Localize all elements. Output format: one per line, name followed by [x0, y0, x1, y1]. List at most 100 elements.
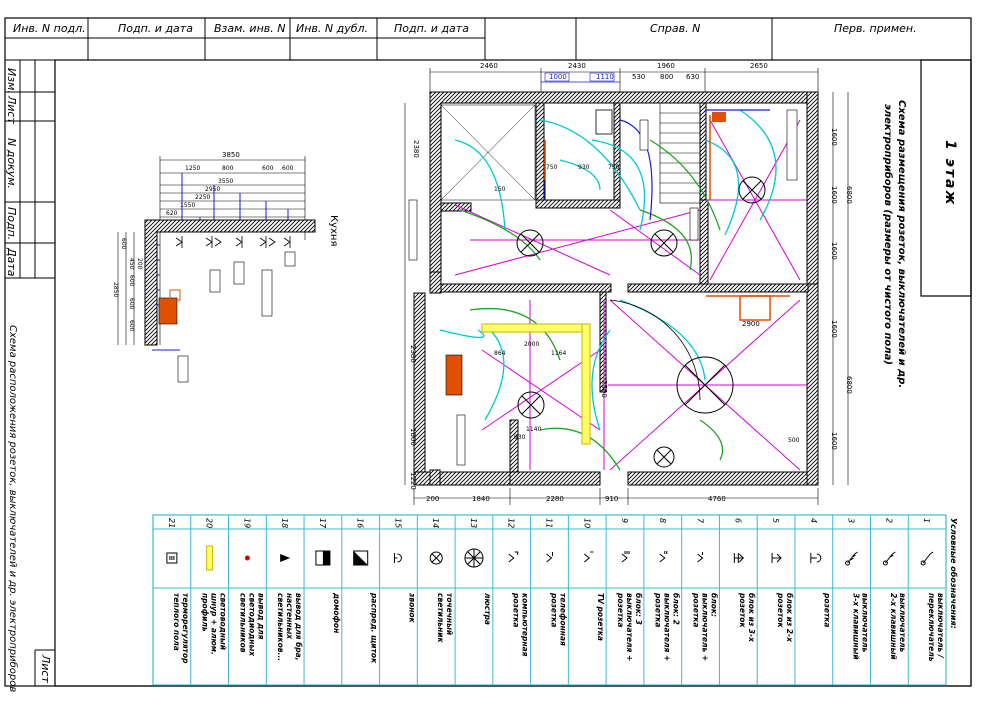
stamp-cell-inv-dubl: Инв. N дубл.: [296, 22, 369, 35]
chandelier-icons: [516, 176, 766, 468]
doorbell-icon: [393, 553, 402, 563]
kdim-0: 3850: [222, 151, 240, 159]
kdim-6: 2950: [205, 186, 221, 193]
switch-icon: [920, 551, 934, 566]
spotlight-icon: [429, 551, 443, 565]
dim-right-4: 1600: [830, 320, 838, 338]
kvdim-3: 600: [128, 275, 135, 287]
pc-socket-icon: [508, 551, 519, 563]
phone-socket-icon: [546, 552, 553, 563]
legend-text-17: домофон: [332, 592, 341, 633]
dim-right-1: 6800: [845, 186, 853, 204]
legend-number-20: 20: [205, 518, 214, 528]
dim-bottom-0: 200: [426, 495, 440, 503]
legend-number-11: 11: [545, 518, 554, 528]
legend-text-12: компьютернаярозетка: [512, 592, 530, 657]
dim-top-3: 2650: [750, 62, 768, 70]
stamp-sprav: Справ. N: [650, 22, 701, 35]
legend-number-14: 14: [431, 518, 440, 528]
legend-number-17: 17: [318, 518, 327, 529]
socket-3-icon: [733, 553, 745, 563]
dim-top-2: 1960: [657, 62, 675, 70]
legend-text-8: блок: 2выключателя +розетка: [654, 592, 681, 661]
dim-right-2: 1600: [830, 186, 838, 204]
dim-inner-2900: 2900: [742, 320, 760, 328]
kdim-7: 2250: [195, 194, 211, 201]
stamp-cell-podp-data: Подп. и дата: [118, 22, 193, 35]
wiring-green: [459, 139, 724, 471]
legend-text-9: блок: 3выключателя +розетка: [616, 592, 643, 661]
kitchen-label: Кухня: [328, 215, 339, 247]
kdim-1: 1250: [185, 165, 201, 172]
dim-left-1: 2380: [409, 345, 417, 363]
socket-icon: [810, 553, 822, 563]
side-n-dokum: N докум.: [5, 138, 18, 190]
dim-bottom-4: 4760: [708, 495, 726, 503]
legend-number-12: 12: [507, 518, 516, 528]
dim-inner-4: 630: [686, 73, 700, 81]
legend-text-2: выключатель2-х клавишный: [889, 593, 907, 660]
legend-number-4: 4: [809, 518, 818, 523]
stamp-cell-inv-podl: Инв. N подл.: [13, 22, 86, 35]
dim-inner-2000: 2000: [524, 341, 540, 348]
kvdim-5: 600: [128, 320, 135, 332]
dim-inner-750b: 750: [608, 164, 620, 171]
kvdim-4: 600: [128, 298, 135, 310]
side-podp: Подп.: [5, 207, 18, 241]
dim-inner-750a: 750: [546, 164, 558, 171]
legend-title: Условные обозначения:: [949, 518, 958, 629]
led-strip-icon: [206, 545, 214, 571]
kdim-9: 620: [166, 210, 178, 217]
dim-right-3: 1600: [830, 242, 838, 260]
dim-inner-2500: 2500: [600, 380, 608, 398]
floor-label: 1 этаж: [942, 140, 958, 207]
legend-number-7: 7: [696, 518, 705, 524]
dim-inner-2: 530: [632, 73, 646, 81]
dim-inner-0: 1000: [549, 73, 567, 81]
legend-number-8: 8: [658, 518, 667, 523]
side-data: Дата: [5, 248, 18, 277]
stamp-perv: Перв. примен.: [834, 22, 917, 35]
legend-number-1: 1: [922, 518, 931, 523]
intercom-icon: [315, 550, 331, 566]
dim-inner-1164: 1164: [551, 350, 567, 357]
legend-number-16: 16: [356, 518, 365, 528]
kvdim-1: 450: [128, 258, 135, 270]
dim-bottom-1: 1840: [472, 495, 490, 503]
legend-table: 1 выключатель /переключатель 2 выключатель2…: [152, 514, 947, 686]
switch3-socket-icon: [621, 551, 630, 563]
legend-number-13: 13: [469, 518, 478, 528]
kdim-2: 800: [222, 165, 234, 172]
dim-inner-150: 150: [494, 186, 506, 193]
socket-2-icon: [771, 553, 782, 563]
stamp-cell-vzam-inv: Взам. инв. N: [214, 22, 286, 35]
dim-bottom-2: 2280: [546, 495, 564, 503]
side-caption: Схема расположения розеток, выключателей…: [7, 325, 18, 693]
legend-text-1: выключатель /переключатель: [927, 593, 945, 662]
inner-frame: [54, 59, 972, 687]
legend-number-2: 2: [884, 518, 893, 523]
legend-text-18: вывод для бра,настенныхсветильников...: [276, 593, 303, 661]
wiring-cyan: [439, 109, 777, 431]
plan-caption-2: электроприборов (размеры от чистого пола…: [882, 104, 893, 365]
distribution-board-icon: [353, 550, 369, 566]
legend-number-21: 21: [167, 518, 176, 528]
led-outlet-icon: [244, 555, 250, 561]
switch-3-icon: [845, 551, 858, 566]
dim-inner-930: 930: [514, 434, 526, 441]
switch-socket-icon: [697, 552, 704, 563]
legend-text-20: световодныйшнур + алюм.профиль: [201, 593, 228, 655]
dim-inner-864: 864: [494, 350, 506, 357]
legend-text-21: терморегулятортеплого пола: [172, 593, 190, 664]
legend-number-5: 5: [771, 518, 780, 523]
outer-frame: [4, 17, 972, 687]
dim-left-2: 1800: [409, 428, 417, 446]
dim-right-5: 6800: [845, 376, 853, 394]
dim-right-0: 1600: [830, 128, 838, 146]
dim-right-6: 1600: [830, 432, 838, 450]
kdim-3: 600: [262, 165, 274, 172]
legend-text-14: точечныйсветильник: [436, 593, 454, 644]
plan-caption-1: Схема размещения розеток, выключателей и…: [896, 100, 907, 389]
kdim-5: 3550: [218, 178, 234, 185]
